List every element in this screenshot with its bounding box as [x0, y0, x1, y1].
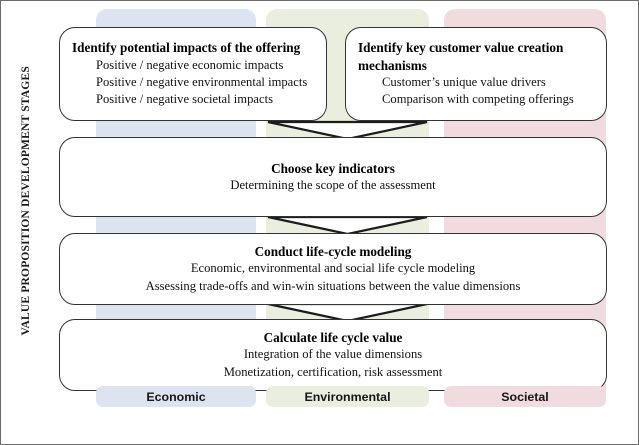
stage-line: Monetization, certification, risk assess… — [223, 364, 443, 379]
stage-box-identify-mechanisms[interactable]: Identify key customer value creation mec… — [345, 27, 607, 121]
stage-box-choose-indicators[interactable]: Choose key indicators Determining the sc… — [59, 137, 607, 217]
stage-line: Integration of the value dimensions — [243, 347, 423, 362]
chevron-down-icon — [266, 120, 429, 142]
chevron-down-icon — [266, 215, 429, 237]
stage-line: Economic, environmental and social life … — [190, 261, 476, 276]
vertical-axis-label-text: VALUE PROPOSITION DEVELOPMENT STAGES — [20, 66, 32, 336]
stage-line: Customer’s unique value drivers — [382, 75, 546, 90]
legend-pill-environmental: Environmental — [266, 386, 429, 407]
stage-box-calculate-value[interactable]: Calculate life cycle value Integration o… — [59, 319, 607, 391]
stage-title: Choose key indicators — [271, 160, 395, 176]
stage-box-conduct-modeling[interactable]: Conduct life-cycle modeling Economic, en… — [59, 233, 607, 305]
legend-label: Economic — [146, 389, 206, 404]
legend-label: Societal — [501, 389, 549, 404]
stage-line: Assessing trade-offs and win-win situati… — [145, 278, 521, 293]
stage-title: Identify key customer value creation mec… — [358, 40, 564, 73]
vertical-axis-label: VALUE PROPOSITION DEVELOPMENT STAGES — [1, 1, 51, 401]
stage-title: Identify potential impacts of the offeri… — [72, 40, 301, 56]
legend-pill-societal: Societal — [444, 386, 606, 407]
stage-title: Calculate life cycle value — [263, 329, 403, 345]
stage-line: Positive / negative societal impacts — [96, 92, 273, 107]
stage-line: Determining the scope of the assessment — [230, 178, 436, 193]
stage-box-identify-impacts[interactable]: Identify potential impacts of the offeri… — [59, 27, 327, 121]
legend-label: Environmental — [304, 389, 391, 404]
stage-line: Comparison with competing offerings — [382, 92, 574, 107]
stage-title: Conduct life-cycle modeling — [254, 243, 412, 259]
stage-line: Positive / negative economic impacts — [96, 57, 284, 72]
stage-line: Positive / negative environmental impact… — [96, 75, 308, 90]
legend-pill-economic: Economic — [96, 386, 256, 407]
